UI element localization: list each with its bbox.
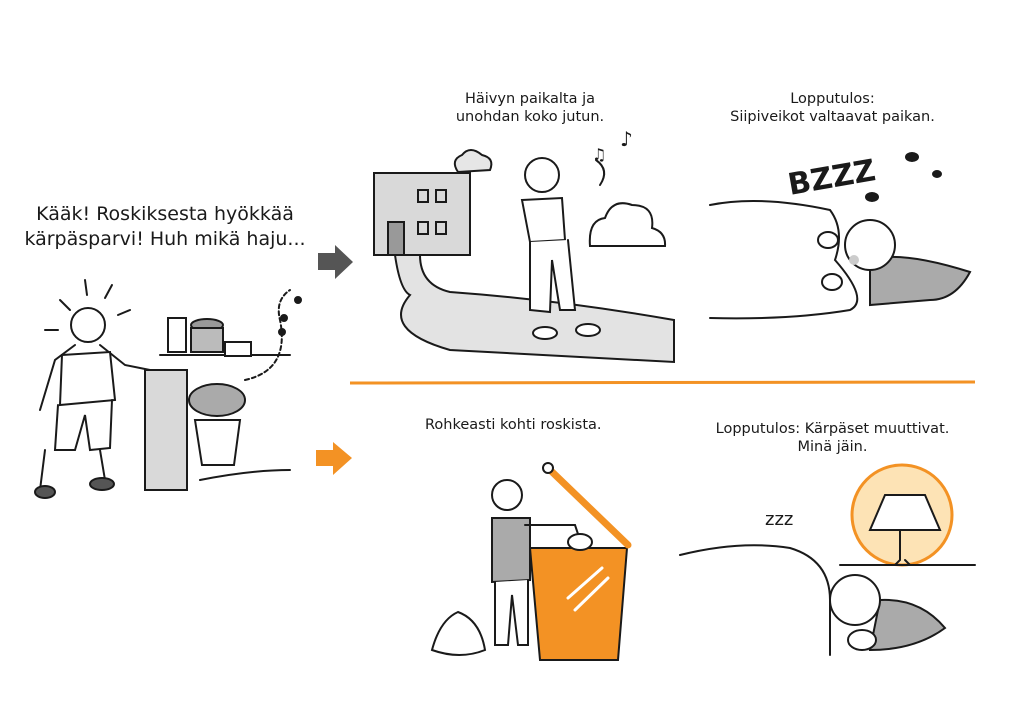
divider-line [349, 380, 976, 385]
panel-caption-take-trash-out: Rohkeasti kohti roskista. [425, 416, 625, 434]
arrow-right-orange-icon [316, 442, 352, 475]
boy-head [70, 307, 106, 343]
caption-line: Siipiveikot valtaavat paikan. [730, 109, 935, 126]
buzz-sound: BZZZ [785, 153, 878, 203]
trash-bin [193, 419, 242, 466]
panel-caption-flies-moved: Lopputulos: Kärpäset muuttivat. Minä jäi… [690, 420, 975, 456]
snore-sound: zzz [765, 509, 793, 530]
panel-take-trash-out-scene [430, 462, 632, 661]
caption-line: Minä jäin. [797, 439, 868, 456]
caption-line: Kääk! Roskiksesta hyökkää [36, 203, 294, 225]
arrow-right-gray-icon [318, 245, 353, 279]
music-note-icon: ♪ [620, 127, 633, 151]
panel-walk-away-scene: ♫ ♪ [373, 127, 675, 364]
cabinet-door [144, 369, 188, 491]
caption-line: Lopputulos: Kärpäset muuttivat. [715, 421, 950, 437]
intro-scene [34, 279, 302, 499]
shock-lines [44, 279, 131, 331]
panel-caption-walk-away: Häivyn paikalta ja unohdan koko jutun. [420, 90, 640, 126]
caption-line: kärpäsparvi! Huh mikä haju... [24, 227, 306, 250]
intro-caption: Kääk! Roskiksesta hyökkää kärpäsparvi! H… [0, 202, 330, 251]
panel-sleeping-scene: zzz [679, 463, 976, 656]
caption-line: Rohkeasti kohti roskista. [425, 417, 602, 433]
music-note-icon: ♫ [592, 145, 606, 164]
panel-caption-flies-take-over: Lopputulos: Siipiveikot valtaavat paikan… [700, 90, 965, 126]
caption-line: unohdan koko jutun. [455, 109, 605, 126]
carton [167, 317, 187, 353]
caption-line: Lopputulos: [790, 91, 875, 107]
panel-flies-take-over-scene: BZZZ [709, 152, 972, 320]
caption-line: Häivyn paikalta ja [464, 91, 596, 107]
